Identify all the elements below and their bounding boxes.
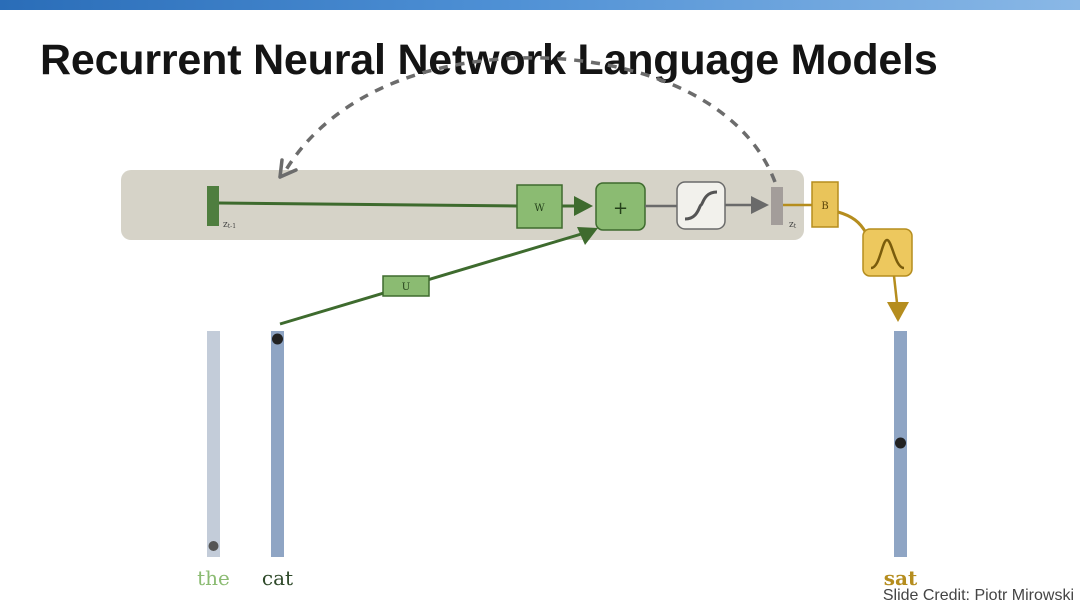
sum-symbol: + [613,198,628,219]
softmax-to-output-line [892,275,899,304]
sigmoid-icon [684,190,718,221]
softmax-node [862,228,913,277]
b-matrix-box [811,181,839,228]
slide-accent-bar [0,0,1080,10]
one-hot-dot-cat [272,333,283,345]
recurrence-arrow [281,56,777,183]
word-label-the: the [197,566,230,590]
input-to-sum-line [279,230,589,326]
b-to-softmax-curve [837,210,868,234]
state-curr-vector [771,187,783,225]
state-prev-label: zt-1 [223,220,236,230]
w-matrix-label: W [534,203,545,214]
slide-title: Recurrent Neural Network Language Models [40,36,938,84]
w-matrix-box [516,184,563,229]
softmax-icon [870,238,905,270]
w-to-sum-arrowhead [574,196,593,216]
sigmoid-to-state-arrowhead [751,196,769,214]
word-label-cat: cat [262,566,293,590]
word-label-sat: sat [884,566,918,590]
slide-credit: Slide Credit: Piotr Mirowski [882,587,1074,604]
one-hot-dot-the [208,541,219,551]
u-matrix-box [382,275,430,297]
one-hot-dot-sat [895,437,906,449]
b-matrix-label: B [821,201,828,212]
state-prev-vector [207,186,219,226]
state-to-w-line [218,201,518,208]
input-to-sum-arrowhead [577,227,598,245]
state-curr-label: zt [789,220,797,230]
word-vector-the [207,331,220,557]
word-vector-cat [271,331,284,557]
softmax-to-output-arrowhead [887,302,909,322]
u-matrix-label: U [402,282,410,293]
recurrence-arrowhead [278,158,298,179]
